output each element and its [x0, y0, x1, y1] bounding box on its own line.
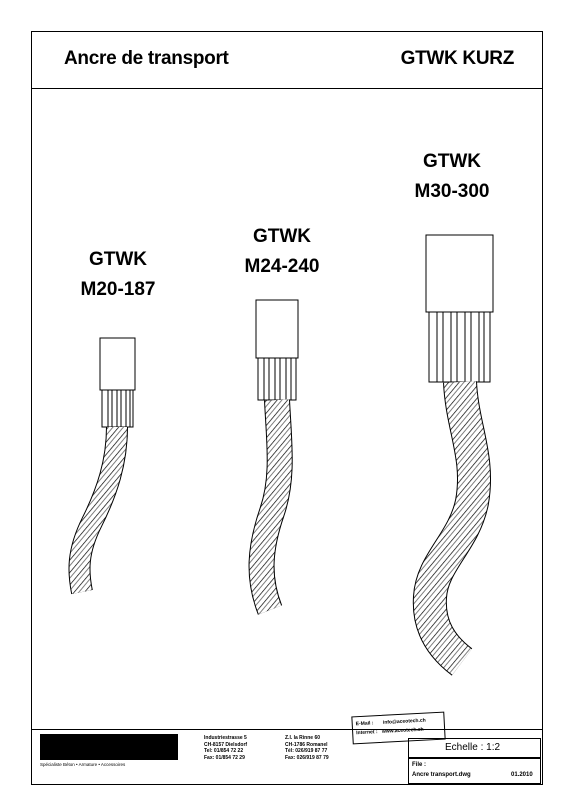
- logo-caption: Spécialiste Béton • Armature • Accessoir…: [40, 762, 126, 767]
- anchor-label-1: GTWK M20-187: [68, 245, 168, 305]
- scale-box: Echelle : 1:2: [408, 738, 541, 758]
- file-box: File : Ancre transport.dwg 01.2010: [408, 758, 541, 784]
- page-title: Ancre de transport: [64, 48, 229, 69]
- anchor-label-3: GTWK M30-300: [402, 147, 502, 207]
- anchor-1-name: GTWK: [88, 249, 148, 270]
- drawing-sheet: Ancre de transport GTWK KURZ GTWK M20-18…: [31, 31, 543, 785]
- email-value: info@aceotech.ch: [382, 717, 426, 726]
- drawing-scale: Echelle : 1:2: [445, 742, 501, 753]
- title-block: Spécialiste Béton • Armature • Accessoir…: [32, 711, 542, 786]
- anchor-drawing-1: [68, 337, 136, 595]
- anchor-drawing-2: [248, 299, 299, 615]
- drawing-date: 01.2010: [511, 772, 533, 778]
- product-title: GTWK KURZ: [400, 48, 515, 69]
- anchor-label-2: GTWK M24-240: [232, 222, 332, 282]
- company-logo: [40, 734, 178, 760]
- file-name: Ancre transport.dwg: [412, 772, 471, 778]
- header-bar: Ancre de transport GTWK KURZ: [32, 32, 542, 89]
- anchor-1-size: M20-187: [80, 279, 156, 300]
- internet-value: www.aceotech.ch: [381, 726, 424, 735]
- address-romanel: Z.I. la Rinne 60 CH-1786 Romanel Tél: 02…: [285, 735, 329, 761]
- anchor-3-size: M30-300: [414, 181, 490, 202]
- anchor-drawings: [68, 234, 494, 676]
- address-dielsdorf: Industriestrasse 5 CH-8157 Dielsdorf Tel…: [204, 735, 248, 761]
- internet-label: Internet :: [356, 729, 378, 737]
- email-label: E-Mail :: [355, 720, 374, 728]
- anchor-2-size: M24-240: [244, 256, 320, 277]
- anchor-3-name: GTWK: [422, 151, 482, 172]
- anchor-drawing-3: [412, 234, 494, 676]
- file-label: File :: [412, 762, 427, 768]
- anchor-2-name: GTWK: [252, 226, 312, 247]
